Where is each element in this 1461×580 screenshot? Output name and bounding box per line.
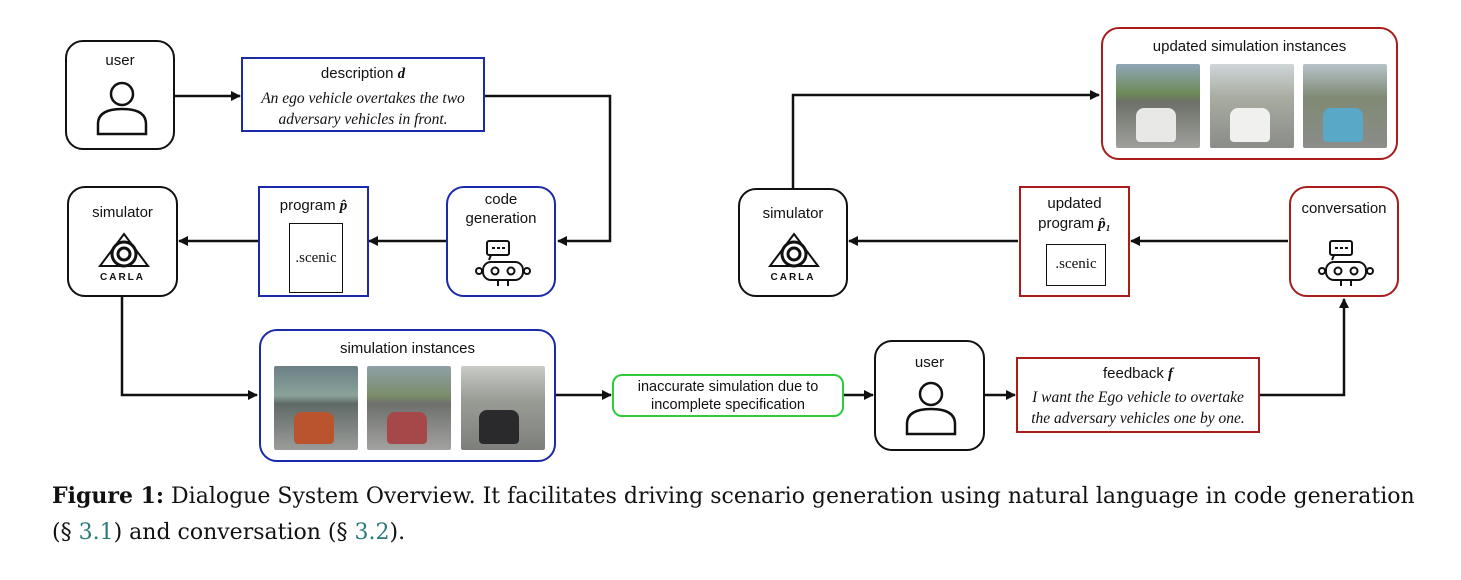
conversation-box: conversation xyxy=(1289,186,1399,297)
description-box: description d An ego vehicle overtakes t… xyxy=(241,57,485,132)
simulator-box-right: simulator CARLA xyxy=(738,188,848,297)
robot-icon xyxy=(475,240,531,286)
description-title: description d xyxy=(320,65,406,82)
updated-program-file-label: .scenic xyxy=(1055,256,1097,272)
caption-text-1: Dialogue System Overview. It facilitates… xyxy=(52,484,1415,545)
simulation-image-2 xyxy=(367,366,451,450)
scenic-file-icon: .scenic xyxy=(1046,244,1106,286)
simulator-box-left: simulator CARLA xyxy=(67,186,178,297)
figure-label: Figure 1: xyxy=(52,483,165,509)
program-box: program p̂ .scenic xyxy=(258,186,369,297)
connectors xyxy=(120,90,1349,400)
updated-image-2 xyxy=(1210,64,1294,148)
robot-icon xyxy=(1318,240,1374,286)
caption-text-2: ) and conversation (§ xyxy=(113,520,355,545)
inaccurate-simulation-note: inaccurate simulation due to incomplete … xyxy=(612,374,844,417)
code-generation-box: code generation xyxy=(446,186,556,297)
user-label: user xyxy=(914,354,945,371)
code-generation-label: code generation xyxy=(465,191,537,227)
program-title: program p̂ xyxy=(279,197,348,214)
conversation-label: conversation xyxy=(1301,200,1387,217)
carla-logo-icon xyxy=(768,232,820,268)
updated-instances-label: updated simulation instances xyxy=(1152,38,1347,55)
carla-logo-icon xyxy=(98,232,150,268)
carla-text: CARLA xyxy=(770,272,816,283)
user-label: user xyxy=(105,52,135,69)
updated-image-1 xyxy=(1116,64,1200,148)
section-ref-2[interactable]: 3.2 xyxy=(354,520,390,545)
simulation-image-3 xyxy=(461,366,545,450)
caption-text-3: ). xyxy=(389,520,406,545)
user-box-bottom: user xyxy=(874,340,985,451)
user-icon xyxy=(905,381,957,436)
simulation-instances-label: simulation instances xyxy=(339,340,476,357)
feedback-text: I want the Ego vehicle to overtake the a… xyxy=(1031,389,1245,427)
inaccurate-label: inaccurate simulation due to incomplete … xyxy=(637,379,819,413)
section-ref-1[interactable]: 3.1 xyxy=(78,520,114,545)
program-file-label: .scenic xyxy=(295,250,337,266)
user-box-top: user xyxy=(65,40,175,150)
figure-caption: Figure 1: Dialogue System Overview. It f… xyxy=(52,478,1422,551)
feedback-box: feedback f I want the Ego vehicle to ove… xyxy=(1016,357,1260,433)
simulation-image-1 xyxy=(274,366,358,450)
updated-program-title: updated program p̂₁ xyxy=(1038,195,1111,232)
scenic-file-icon: .scenic xyxy=(289,223,343,293)
updated-image-3 xyxy=(1303,64,1387,148)
simulator-label: simulator xyxy=(762,205,824,222)
user-icon xyxy=(96,81,148,136)
feedback-title: feedback f xyxy=(1102,365,1174,382)
updated-simulation-instances-box: updated simulation instances xyxy=(1101,27,1398,160)
updated-program-box: updated program p̂₁ .scenic xyxy=(1019,186,1130,297)
simulation-instances-box: simulation instances xyxy=(259,329,556,462)
carla-text: CARLA xyxy=(100,272,145,283)
description-text: An ego vehicle overtakes the two adversa… xyxy=(261,90,465,128)
simulator-label: simulator xyxy=(92,204,153,221)
